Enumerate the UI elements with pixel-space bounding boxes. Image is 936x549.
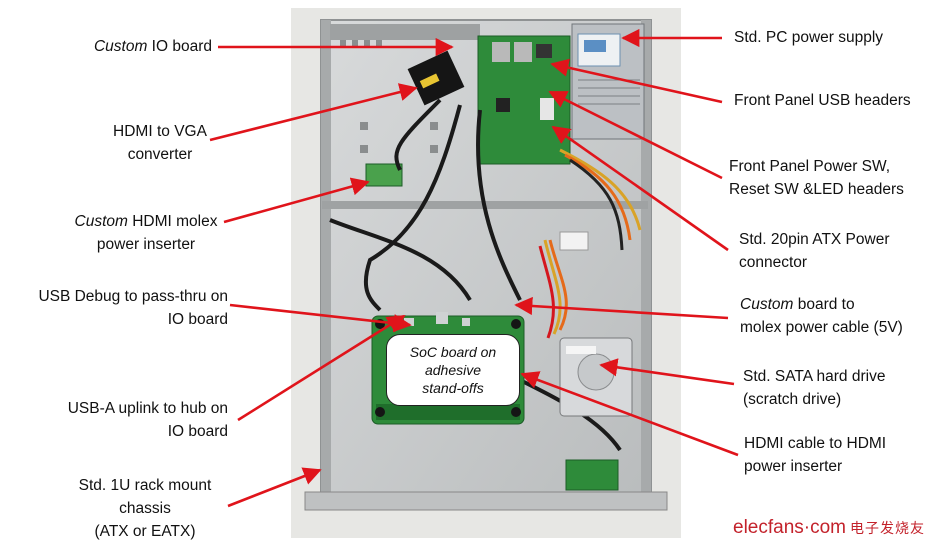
label-rack-chassis: Std. 1U rack mount chassis (ATX or EATX) bbox=[78, 477, 212, 540]
label-usb-a-uplink: USB-A uplink to hub on IO board bbox=[67, 400, 228, 440]
label-front-power-sw: Front Panel Power SW, Reset SW &LED head… bbox=[729, 158, 904, 198]
label-pc-power-supply: Std. PC power supply bbox=[734, 29, 884, 46]
molex-inserter-board bbox=[365, 163, 403, 187]
label-sata-drive: Std. SATA hard drive (scratch drive) bbox=[743, 368, 886, 408]
arrow-atx-power bbox=[551, 125, 729, 252]
front-bezel bbox=[304, 491, 668, 511]
arrow-front-power-sw bbox=[548, 90, 723, 180]
arrow-usb-debug bbox=[229, 303, 412, 333]
label-custom-board-molex: Custom board to molex power cable (5V) bbox=[740, 296, 903, 336]
arrow-chassis bbox=[227, 467, 322, 508]
arrow-board-molex bbox=[514, 296, 729, 320]
arrow-hdmi-vga bbox=[209, 83, 418, 142]
label-hdmi-to-vga: HDMI to VGA converter bbox=[113, 123, 207, 163]
label-front-usb: Front Panel USB headers bbox=[734, 92, 911, 109]
arrow-sata-drive bbox=[599, 358, 735, 386]
label-usb-debug: USB Debug to pass-thru on IO board bbox=[38, 288, 228, 328]
label-custom-io-board: Custom IO board bbox=[93, 38, 212, 55]
arrow-molex-inserter bbox=[223, 177, 370, 224]
soc-line2: adhesive bbox=[424, 362, 482, 378]
soc-line3: stand-offs bbox=[422, 380, 484, 396]
label-custom-hdmi-molex: Custom HDMI molex power inserter bbox=[74, 213, 218, 253]
arrow-front-usb bbox=[550, 58, 723, 104]
soc-line1: SoC board on bbox=[409, 344, 497, 360]
soc-board-caption: SoC board on adhesive stand-offs bbox=[386, 334, 520, 406]
front-panel-board bbox=[565, 459, 619, 491]
arrow-hdmi-cable bbox=[520, 371, 739, 457]
arrow-usb-uplink bbox=[237, 314, 406, 422]
label-hdmi-cable: HDMI cable to HDMI power inserter bbox=[744, 435, 887, 475]
label-atx-power: Std. 20pin ATX Power connector bbox=[739, 231, 890, 271]
